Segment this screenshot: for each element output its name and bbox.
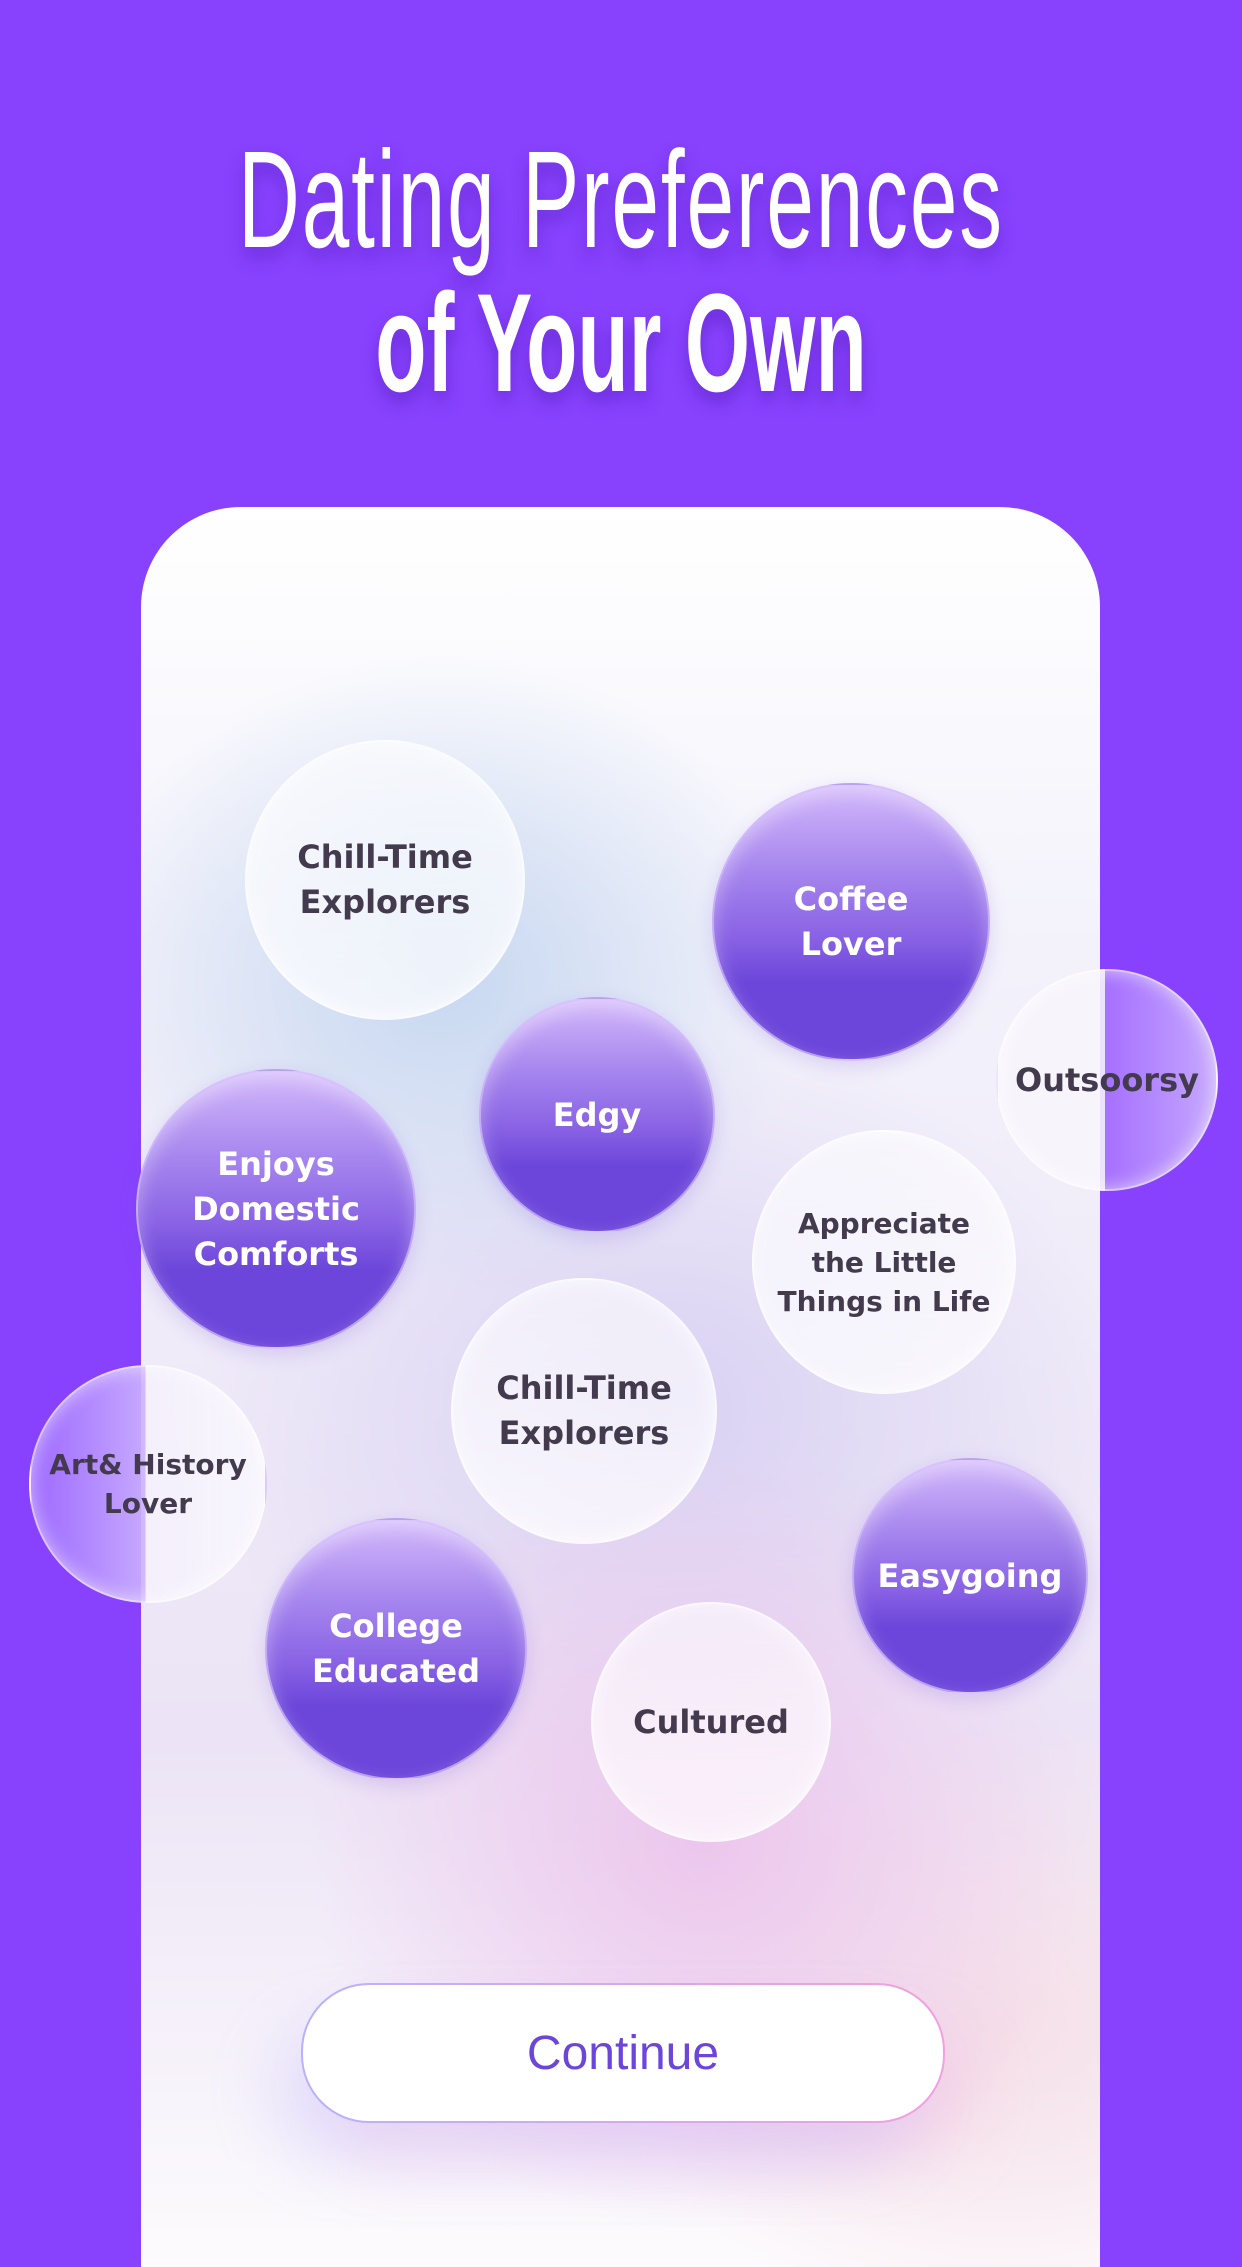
preference-bubble-art-history-lover[interactable]: Art& History Lover bbox=[29, 1365, 267, 1603]
preference-bubble-chill-time-explorers-2[interactable]: Chill-Time Explorers bbox=[451, 1278, 717, 1544]
title-line-1: Dating Preferences bbox=[238, 123, 1004, 277]
bubble-label: Easygoing bbox=[877, 1556, 1063, 1595]
preference-bubble-easygoing[interactable]: Easygoing bbox=[852, 1458, 1088, 1694]
bubble-label: Outsoorsy bbox=[1015, 1060, 1199, 1099]
preference-bubble-cultured[interactable]: Cultured bbox=[591, 1602, 831, 1842]
bubble-label: Chill-Time Explorers bbox=[297, 838, 473, 921]
title-line-2: of Your Own bbox=[375, 264, 867, 421]
preference-bubble-enjoys-domestic-comforts[interactable]: Enjoys Domestic Comforts bbox=[136, 1069, 416, 1349]
preference-bubble-coffee-lover[interactable]: Coffee Lover bbox=[712, 783, 990, 1061]
bubble-label: Edgy bbox=[552, 1095, 642, 1134]
continue-button[interactable]: Continue bbox=[301, 1983, 945, 2123]
preference-bubble-edgy[interactable]: Edgy bbox=[479, 997, 715, 1233]
page-title: Dating Preferences of Your Own bbox=[0, 130, 1242, 418]
bubble-label: Appreciate the Little Things in Life bbox=[777, 1206, 991, 1318]
bubble-label: Art& History Lover bbox=[49, 1448, 247, 1520]
bubble-label: Cultured bbox=[633, 1702, 789, 1741]
preference-bubble-outsoorsy[interactable]: Outsoorsy bbox=[996, 969, 1218, 1191]
preference-bubble-appreciate-little-things[interactable]: Appreciate the Little Things in Life bbox=[752, 1130, 1016, 1394]
continue-button-label: Continue bbox=[526, 2026, 720, 2080]
bubble-label: Coffee Lover bbox=[793, 880, 909, 963]
bubble-label: Chill-Time Explorers bbox=[496, 1369, 672, 1452]
preference-bubble-college-educated[interactable]: College Educated bbox=[265, 1518, 527, 1780]
bubble-label: College Educated bbox=[311, 1607, 480, 1690]
bubble-label: Enjoys Domestic Comforts bbox=[192, 1144, 360, 1273]
preference-bubble-chill-time-explorers-1[interactable]: Chill-Time Explorers bbox=[245, 740, 525, 1020]
